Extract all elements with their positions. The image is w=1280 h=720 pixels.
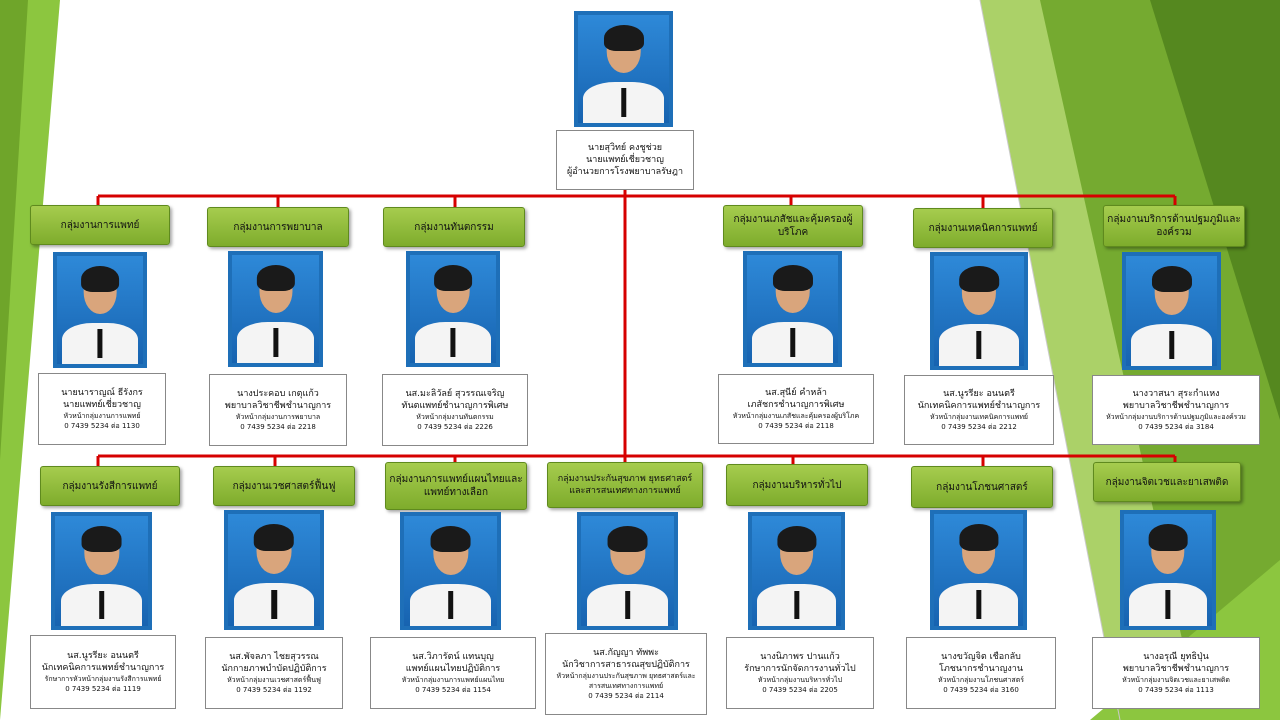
group-label: กลุ่มงานรังสีการแพทย์ <box>40 466 180 506</box>
staff-phone: 0 7439 5234 ต่อ 2212 <box>941 423 1017 431</box>
staff-phone: 0 7439 5234 ต่อ 2218 <box>240 423 316 431</box>
staff-role: หัวหน้ากลุ่มงานเวชศาสตร์ฟื้นฟู <box>227 676 321 684</box>
staff-photo <box>400 512 501 630</box>
group-label: กลุ่มงานประกันสุขภาพ ยุทธศาสตร์และสารสนเ… <box>547 462 703 508</box>
group-label: กลุ่มงานบริหารทั่วไป <box>726 464 868 506</box>
staff-photo <box>748 512 845 630</box>
staff-card: นางนิภาพร ปานแก้ว รักษาการนักจัดการงานทั… <box>726 637 874 709</box>
staff-role: หัวหน้ากลุ่มงานการพยาบาล <box>235 413 321 421</box>
staff-name: นายนาราญณ์ ธีรังกร <box>61 388 143 398</box>
staff-photo <box>1120 510 1216 630</box>
staff-role: หัวหน้ากลุ่มงานเทคนิคการแพทย์ <box>929 413 1029 421</box>
staff-card: นส.พัจลภา ไชยสุวรรณ นักกายภาพบำบัดปฏิบัต… <box>205 637 343 709</box>
staff-card: นส.สุนีย์ คำหล้า เภสัชกรชำนาญการพิเศษ หั… <box>718 374 874 444</box>
staff-name: นส.นูรรียะ อนนตรี <box>67 651 139 661</box>
staff-card: นส.วิภารัตน์ แทนบุญ แพทย์แผนไทยปฏิบัติกา… <box>370 637 536 709</box>
group-label: กลุ่มงานการพยาบาล <box>207 207 349 247</box>
staff-photo <box>1122 252 1221 370</box>
group-label: กลุ่มงานทันตกรรม <box>383 207 525 247</box>
staff-photo <box>53 252 147 368</box>
staff-photo <box>577 512 678 630</box>
staff-phone: 0 7439 5234 ต่อ 1130 <box>64 422 140 430</box>
staff-photo <box>930 252 1028 370</box>
staff-card: นส.นูรรียะ อนนตรี นักเทคนิคการแพทย์ชำนาญ… <box>904 375 1054 445</box>
staff-phone: 0 7439 5234 ต่อ 1192 <box>236 686 312 694</box>
staff-card: นส.นูรรียะ อนนตรี นักเทคนิคการแพทย์ชำนาญ… <box>30 635 176 709</box>
staff-phone: 0 7439 5234 ต่อ 2118 <box>758 422 834 430</box>
staff-card: นางอรุณี ยุทธิปุ่น พยาบาลวิชาชีพชำนาญการ… <box>1092 637 1260 709</box>
staff-photo <box>930 510 1027 630</box>
staff-role: หัวหน้ากลุ่มงานทันตกรรม <box>416 413 494 421</box>
staff-name: นส.วิภารัตน์ แทนบุญ <box>412 652 494 662</box>
director-photo <box>574 11 673 127</box>
staff-card: นางวาสนา สุระกำแหง พยาบาลวิชาชีพชำนาญการ… <box>1092 375 1260 445</box>
staff-name: นส.สุนีย์ คำหล้า <box>765 388 827 398</box>
staff-position: นักกายภาพบำบัดปฏิบัติการ <box>221 664 327 674</box>
staff-card: นางประคอบ เกตุแก้ว พยาบาลวิชาชีพชำนาญการ… <box>209 374 347 446</box>
staff-role: หัวหน้ากลุ่มงานการแพทย์แผนไทย <box>401 676 505 684</box>
director-card: นายสุวิทย์ คงชูช่วย นายแพทย์เชี่ยวชาญ ผู… <box>556 130 694 190</box>
group-label: กลุ่มงานจิตเวชและยาเสพติด <box>1093 462 1241 502</box>
staff-role: หัวหน้ากลุ่มงานบริหารทั่วไป <box>757 676 843 684</box>
staff-role: รักษาการหัวหน้ากลุ่มงานรังสีการแพทย์ <box>44 675 162 683</box>
group-label: กลุ่มงานเทคนิคการแพทย์ <box>913 208 1053 248</box>
staff-position: พยาบาลวิชาชีพชำนาญการ <box>1122 401 1230 411</box>
staff-photo <box>224 510 324 630</box>
staff-position: พยาบาลวิชาชีพชำนาญการ <box>1122 664 1230 674</box>
group-label: กลุ่มงานเภสัชและคุ้มครองผู้บริโภค <box>723 205 863 247</box>
staff-phone: 0 7439 5234 ต่อ 2205 <box>762 686 838 694</box>
staff-phone: 0 7439 5234 ต่อ 3184 <box>1138 423 1214 431</box>
staff-name: นส.พัจลภา ไชยสุวรรณ <box>229 652 319 662</box>
staff-card: นายนาราญณ์ ธีรังกร นายแพทย์เชี่ยวชาญ หัว… <box>38 373 166 445</box>
staff-role: หัวหน้ากลุ่มงานบริการด้านปฐมภูมิและองค์ร… <box>1106 413 1246 421</box>
director-role: ผู้อำนวยการโรงพยาบาลรัษฎา <box>566 167 683 177</box>
staff-card: นส.มะลิวัลย์ สุวรรณเจริญ ทันตแพทย์ชำนาญก… <box>382 374 528 446</box>
staff-phone: 0 7439 5234 ต่อ 3160 <box>943 686 1019 694</box>
staff-position: พยาบาลวิชาชีพชำนาญการ <box>224 401 332 411</box>
group-label: กลุ่มงานบริการด้านปฐมภูมิและองค์รวม <box>1103 205 1245 247</box>
staff-name: นางอรุณี ยุทธิปุ่น <box>1143 652 1209 662</box>
group-label: กลุ่มงานการแพทย์แผนไทยและแพทย์ทางเลือก <box>385 462 527 510</box>
staff-name: นางวาสนา สุระกำแหง <box>1132 389 1220 399</box>
staff-photo <box>228 251 323 367</box>
staff-card: นส.กัญญา ทัพพะ นักวิชาการสาธารณสุขปฏิบัต… <box>545 633 707 715</box>
staff-name: นางประคอบ เกตุแก้ว <box>237 389 319 399</box>
staff-role: หัวหน้ากลุ่มงานจิตเวชและยาเสพติด <box>1122 676 1230 684</box>
staff-name: นส.นูรรียะ อนนตรี <box>943 389 1015 399</box>
staff-role: หัวหน้ากลุ่มงานโภชนศาสตร์ <box>937 676 1024 684</box>
staff-photo <box>743 251 842 367</box>
director-position: นายแพทย์เชี่ยวชาญ <box>586 155 664 165</box>
staff-role: หัวหน้ากลุ่มงานประกันสุขภาพ ยุทธศาสตร์แล… <box>556 672 696 690</box>
staff-photo <box>51 512 152 630</box>
staff-name: นส.มะลิวัลย์ สุวรรณเจริญ <box>405 389 505 399</box>
staff-role: หัวหน้ากลุ่มงานเภสัชและคุ้มครองผู้บริโภค <box>732 412 860 420</box>
group-label: กลุ่มงานการแพทย์ <box>30 205 170 245</box>
group-label: กลุ่มงานโภชนศาสตร์ <box>911 466 1053 508</box>
staff-card: นางขวัญจิต เชือกลับ โภชนากรชำนาญงาน หัวห… <box>906 637 1056 709</box>
staff-phone: 0 7439 5234 ต่อ 1154 <box>415 686 491 694</box>
staff-phone: 0 7439 5234 ต่อ 2226 <box>417 423 493 431</box>
staff-position: เภสัชกรชำนาญการพิเศษ <box>747 400 845 410</box>
staff-position: โภชนากรชำนาญงาน <box>938 664 1023 674</box>
staff-position: รักษาการนักจัดการงานทั่วไป <box>744 664 856 674</box>
staff-phone: 0 7439 5234 ต่อ 1119 <box>65 685 141 693</box>
staff-role: หัวหน้ากลุ่มงานการแพทย์ <box>63 412 141 420</box>
staff-position: ทันตแพทย์ชำนาญการพิเศษ <box>401 401 509 411</box>
staff-name: นส.กัญญา ทัพพะ <box>593 648 659 658</box>
staff-phone: 0 7439 5234 ต่อ 1113 <box>1138 686 1214 694</box>
staff-phone: 0 7439 5234 ต่อ 2114 <box>588 692 664 700</box>
staff-name: นางขวัญจิต เชือกลับ <box>941 652 1021 662</box>
director-name: นายสุวิทย์ คงชูช่วย <box>587 143 663 153</box>
staff-position: แพทย์แผนไทยปฏิบัติการ <box>405 664 501 674</box>
staff-position: นักวิชาการสาธารณสุขปฏิบัติการ <box>562 660 690 670</box>
staff-position: นายแพทย์เชี่ยวชาญ <box>63 400 141 410</box>
staff-photo <box>406 251 500 367</box>
staff-position: นักเทคนิคการแพทย์ชำนาญการ <box>917 401 1041 411</box>
group-label: กลุ่มงานเวชศาสตร์ฟื้นฟู <box>213 466 355 506</box>
staff-name: นางนิภาพร ปานแก้ว <box>760 652 840 662</box>
staff-position: นักเทคนิคการแพทย์ชำนาญการ <box>41 663 165 673</box>
